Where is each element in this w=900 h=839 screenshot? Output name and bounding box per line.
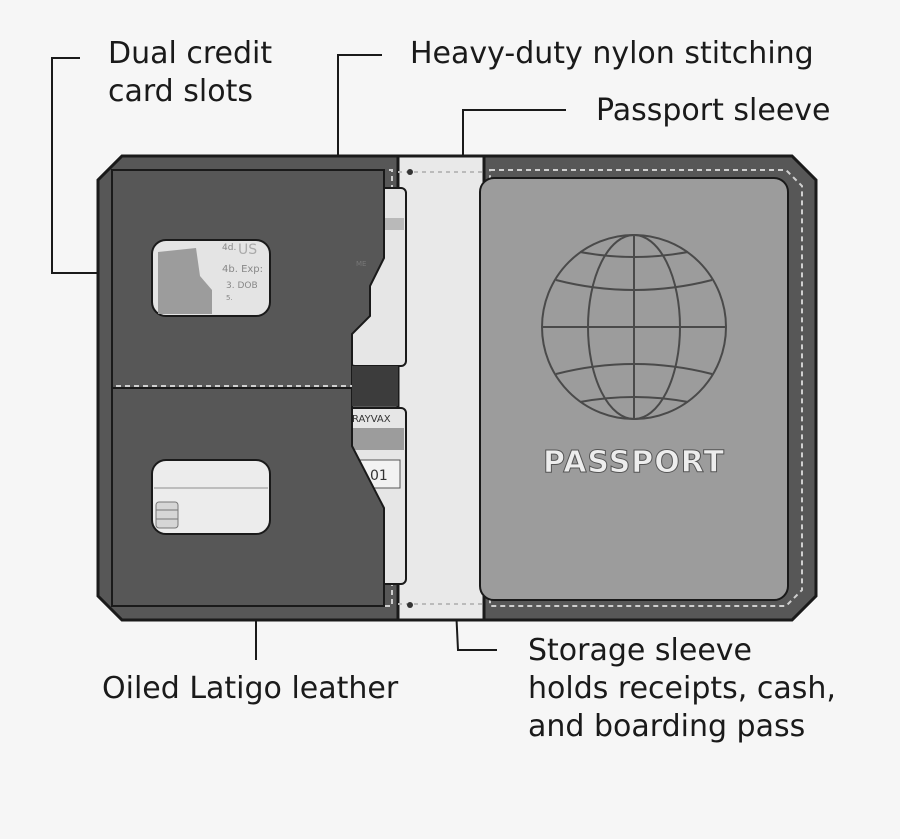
label-storage-line-2: holds receipts, cash,	[528, 671, 836, 706]
label-storage-line-3: and boarding pass	[528, 709, 806, 744]
label-stitching-text: Heavy-duty nylon stitching	[410, 36, 814, 71]
id-text-line-2: US	[238, 242, 257, 258]
id-text-line-5: 5.	[226, 294, 233, 302]
spine-rivet-top	[407, 169, 413, 175]
id-text-line-4: 3. DOB	[226, 281, 258, 291]
boarding-card-number: 01	[370, 468, 388, 484]
storage-sleeve	[396, 154, 486, 622]
label-storage-sleeve: Storage sleeve holds receipts, cash, and…	[528, 632, 836, 746]
boarding-card-brand: RAYVAX	[352, 414, 391, 425]
id-photo-silhouette	[158, 248, 212, 314]
label-card-slots: Dual credit card slots	[108, 35, 272, 111]
label-storage-line-1: Storage sleeve	[528, 633, 753, 668]
callout-line-stitching	[337, 54, 382, 172]
label-card-slots-line-2: card slots	[108, 74, 253, 109]
pocket-shadow	[352, 366, 398, 406]
id-text-line-3: 4b. Exp:	[222, 264, 263, 275]
label-card-slots-line-1: Dual credit	[108, 36, 273, 71]
globe-icon	[541, 234, 727, 420]
label-passport-sleeve-text: Passport sleeve	[596, 93, 831, 128]
lower-card-window	[151, 459, 271, 535]
right-stitch-line	[489, 169, 803, 607]
spine-rivet-bottom	[407, 602, 413, 608]
label-leather-text: Oiled Latigo leather	[102, 671, 399, 706]
id-text-line-1: 4d.	[222, 243, 236, 253]
label-stitching: Heavy-duty nylon stitching	[410, 35, 814, 73]
id-card-edge-text: ME	[356, 260, 366, 268]
label-leather: Oiled Latigo leather	[102, 670, 398, 708]
boarding-card-stripe	[348, 428, 404, 450]
label-passport-sleeve: Passport sleeve	[596, 92, 831, 130]
credit-card-chip-icon	[155, 501, 179, 529]
passport-cover-text: PASSPORT	[543, 445, 725, 480]
